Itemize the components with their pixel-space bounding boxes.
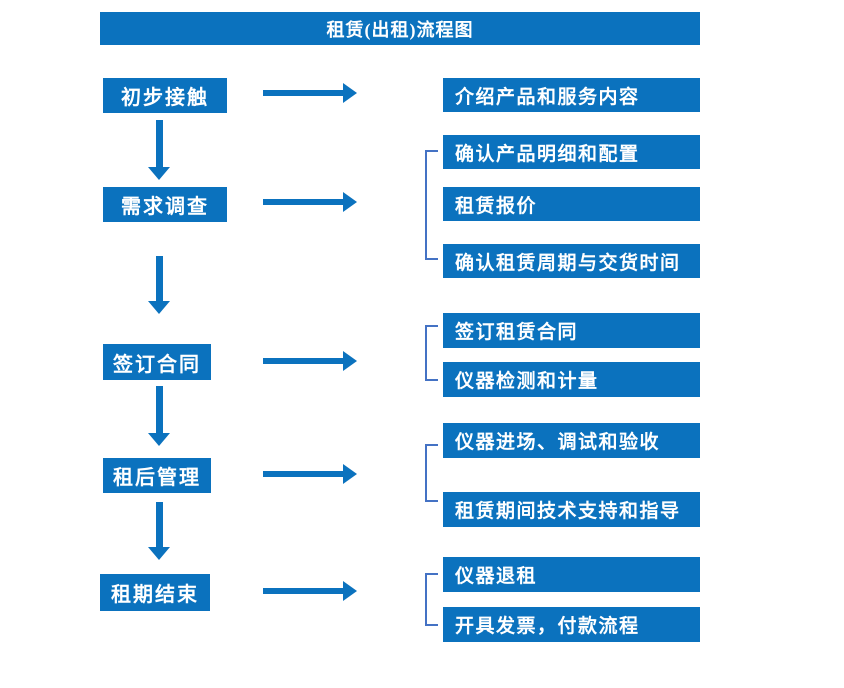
detail-box-tech-support: 租赁期间技术支持和指导 bbox=[443, 492, 700, 527]
step-box-rental-end: 租期结束 bbox=[100, 574, 210, 611]
down-arrow-head bbox=[148, 167, 170, 180]
down-arrow-4 bbox=[148, 502, 170, 560]
detail-box-invoice-payment: 开具发票，付款流程 bbox=[443, 607, 700, 642]
right-arrow-1 bbox=[263, 83, 357, 103]
down-arrow-head bbox=[148, 433, 170, 446]
right-arrow-head bbox=[343, 581, 357, 601]
step-box-demand-survey: 需求调查 bbox=[103, 187, 227, 222]
right-arrow-head bbox=[343, 464, 357, 484]
down-arrow-1 bbox=[148, 120, 170, 180]
right-arrow-head bbox=[343, 192, 357, 212]
group-bracket-sign-contract bbox=[425, 325, 438, 381]
right-arrow-shaft bbox=[263, 358, 343, 364]
group-bracket-rental-end bbox=[425, 573, 438, 626]
down-arrow-shaft bbox=[155, 120, 163, 167]
down-arrow-head bbox=[148, 547, 170, 560]
flowchart-title: 租赁(出租)流程图 bbox=[100, 12, 700, 45]
right-arrow-head bbox=[343, 83, 357, 103]
step-box-initial-contact: 初步接触 bbox=[103, 78, 227, 113]
right-arrow-shaft bbox=[263, 199, 343, 205]
detail-box-confirm-product-config: 确认产品明细和配置 bbox=[443, 135, 700, 169]
down-arrow-shaft bbox=[155, 256, 163, 301]
detail-box-confirm-period-delivery: 确认租赁周期与交货时间 bbox=[443, 244, 700, 278]
detail-box-instrument-setup-acceptance: 仪器进场、调试和验收 bbox=[443, 423, 700, 458]
detail-box-introduce-products: 介绍产品和服务内容 bbox=[443, 78, 700, 112]
down-arrow-shaft bbox=[155, 502, 163, 547]
detail-box-instrument-inspection: 仪器检测和计量 bbox=[443, 362, 700, 397]
right-arrow-shaft bbox=[263, 471, 343, 477]
right-arrow-4 bbox=[263, 464, 357, 484]
step-box-post-rental-management: 租后管理 bbox=[103, 458, 211, 493]
group-bracket-post-rental bbox=[425, 444, 438, 502]
down-arrow-3 bbox=[148, 386, 170, 446]
right-arrow-5 bbox=[263, 581, 357, 601]
right-arrow-shaft bbox=[263, 90, 343, 96]
down-arrow-shaft bbox=[155, 386, 163, 433]
right-arrow-head bbox=[343, 351, 357, 371]
step-box-sign-contract: 签订合同 bbox=[103, 344, 211, 380]
right-arrow-2 bbox=[263, 192, 357, 212]
right-arrow-3 bbox=[263, 351, 357, 371]
down-arrow-head bbox=[148, 301, 170, 314]
right-arrow-shaft bbox=[263, 588, 343, 594]
group-bracket-demand-survey bbox=[425, 150, 438, 260]
down-arrow-2 bbox=[148, 256, 170, 314]
detail-box-rental-quote: 租赁报价 bbox=[443, 187, 700, 221]
detail-box-sign-rental-contract: 签订租赁合同 bbox=[443, 313, 700, 348]
detail-box-instrument-return: 仪器退租 bbox=[443, 557, 700, 592]
